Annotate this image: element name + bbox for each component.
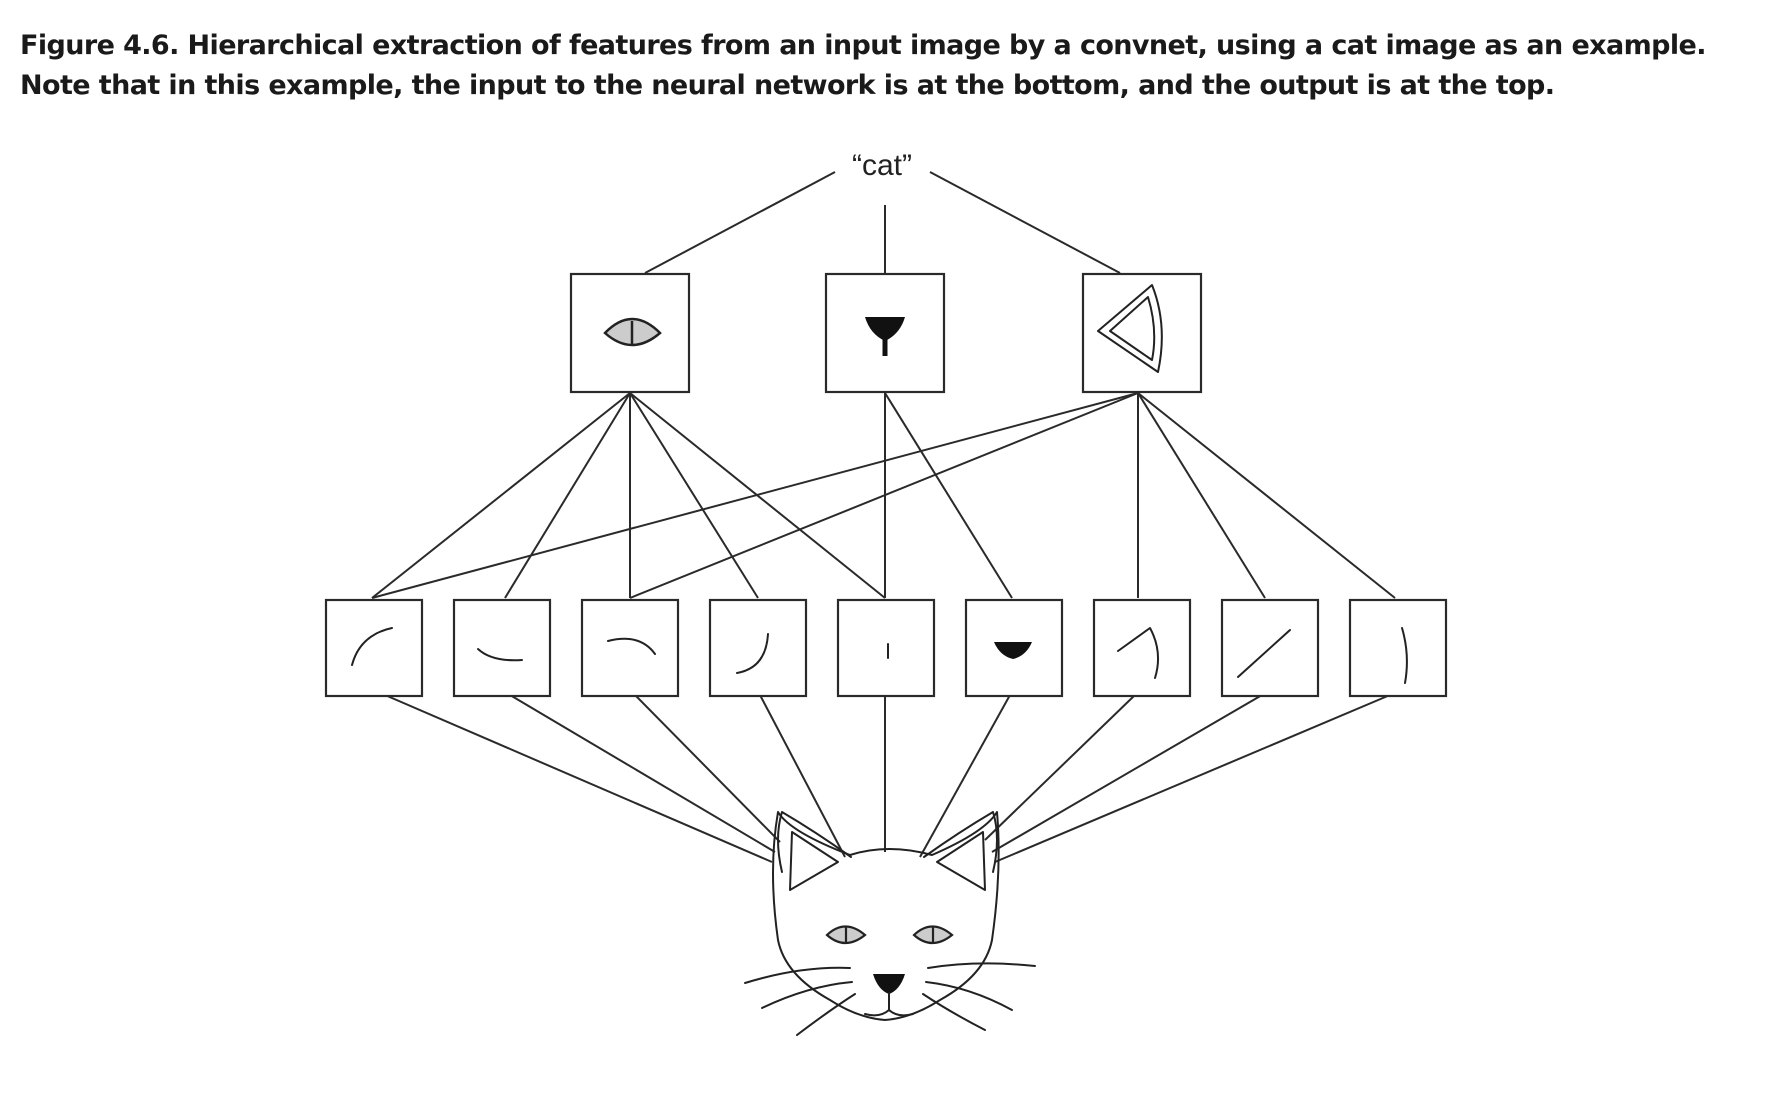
mid-feature-nose: [824, 272, 946, 394]
low-to-input-connections: [384, 694, 1391, 863]
diagonal-line-icon: [1237, 629, 1291, 678]
low-feature-1: [324, 598, 424, 698]
cat-left-eye: [825, 925, 867, 945]
eye-icon: [603, 317, 662, 347]
output-connections: [644, 171, 1121, 274]
low-feature-3: [580, 598, 680, 698]
nose-shape-icon: [994, 642, 1032, 659]
low-feature-6: [964, 598, 1064, 698]
ear-outline-icon: [1117, 627, 1160, 679]
figure-caption: Figure 4.6. Hierarchical extraction of f…: [20, 30, 1706, 101]
curve-up-left-icon: [351, 627, 393, 666]
curve-hook-icon: [736, 633, 769, 674]
cat-right-eye: [912, 925, 954, 945]
mid-feature-eye: [569, 272, 691, 394]
curve-upper-arc-icon: [607, 637, 656, 655]
vertical-curve-icon: [1401, 627, 1408, 684]
low-feature-4: [708, 598, 808, 698]
low-feature-5: [836, 598, 936, 698]
low-feature-9: [1348, 598, 1448, 698]
mid-to-low-connections: [371, 392, 1396, 599]
low-feature-2: [452, 598, 552, 698]
cat-face-icon: [744, 811, 1036, 1036]
low-feature-7: [1092, 598, 1192, 698]
output-label: “cat”: [852, 149, 912, 182]
curve-lower-arc-icon: [477, 648, 523, 662]
low-feature-8: [1220, 598, 1320, 698]
nose-icon: [865, 317, 905, 356]
ear-icon: [1097, 284, 1163, 373]
mid-feature-ear: [1081, 272, 1203, 394]
